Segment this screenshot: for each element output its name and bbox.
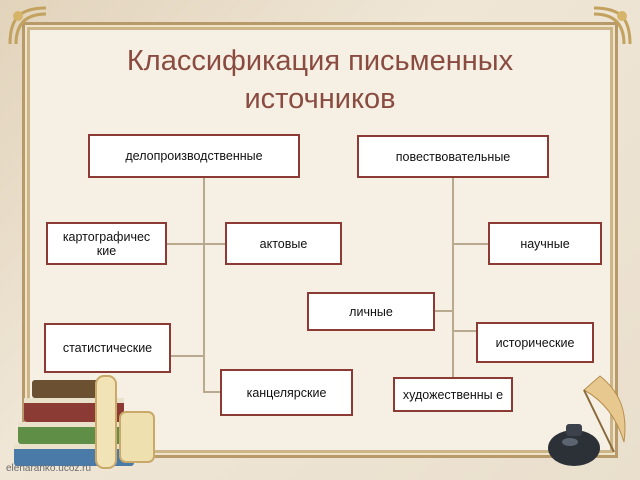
box-nauchnye: научные	[488, 222, 602, 265]
watermark: elenaranko.ucoz.ru	[6, 463, 92, 474]
connector-to-karto	[167, 243, 203, 245]
connector-left-vertical	[203, 178, 205, 393]
connector-to-kancel	[205, 391, 220, 393]
page-title: Классификация письменных источников	[126, 45, 514, 115]
corner-ornament-top-right	[593, 6, 632, 45]
connector-to-statist	[171, 355, 203, 357]
connector-to-lichnye	[435, 310, 452, 312]
connector-to-aktovye	[205, 243, 225, 245]
box-statisticheskie: статистические	[44, 323, 171, 373]
corner-ornament-top-left	[8, 6, 47, 45]
box-deloproizvodstvennye: делопроизводственные	[88, 134, 300, 178]
box-kartograficheskie: картографичес кие	[46, 222, 167, 265]
box-povestvovatelnye: повествовательные	[357, 135, 549, 178]
connector-to-nauchnye	[454, 243, 488, 245]
box-aktovye: актовые	[225, 222, 342, 265]
box-kancelyarskie: канцелярские	[220, 369, 353, 416]
books-scroll-illustration	[14, 375, 155, 469]
inkwell-quill-illustration	[548, 375, 626, 466]
connector-right-vertical	[452, 178, 454, 380]
box-hudozhestvennye: художественны е	[393, 377, 513, 412]
box-lichnye: личные	[307, 292, 435, 331]
box-istoricheskie: исторические	[476, 322, 594, 363]
connector-to-istorich	[454, 330, 476, 332]
